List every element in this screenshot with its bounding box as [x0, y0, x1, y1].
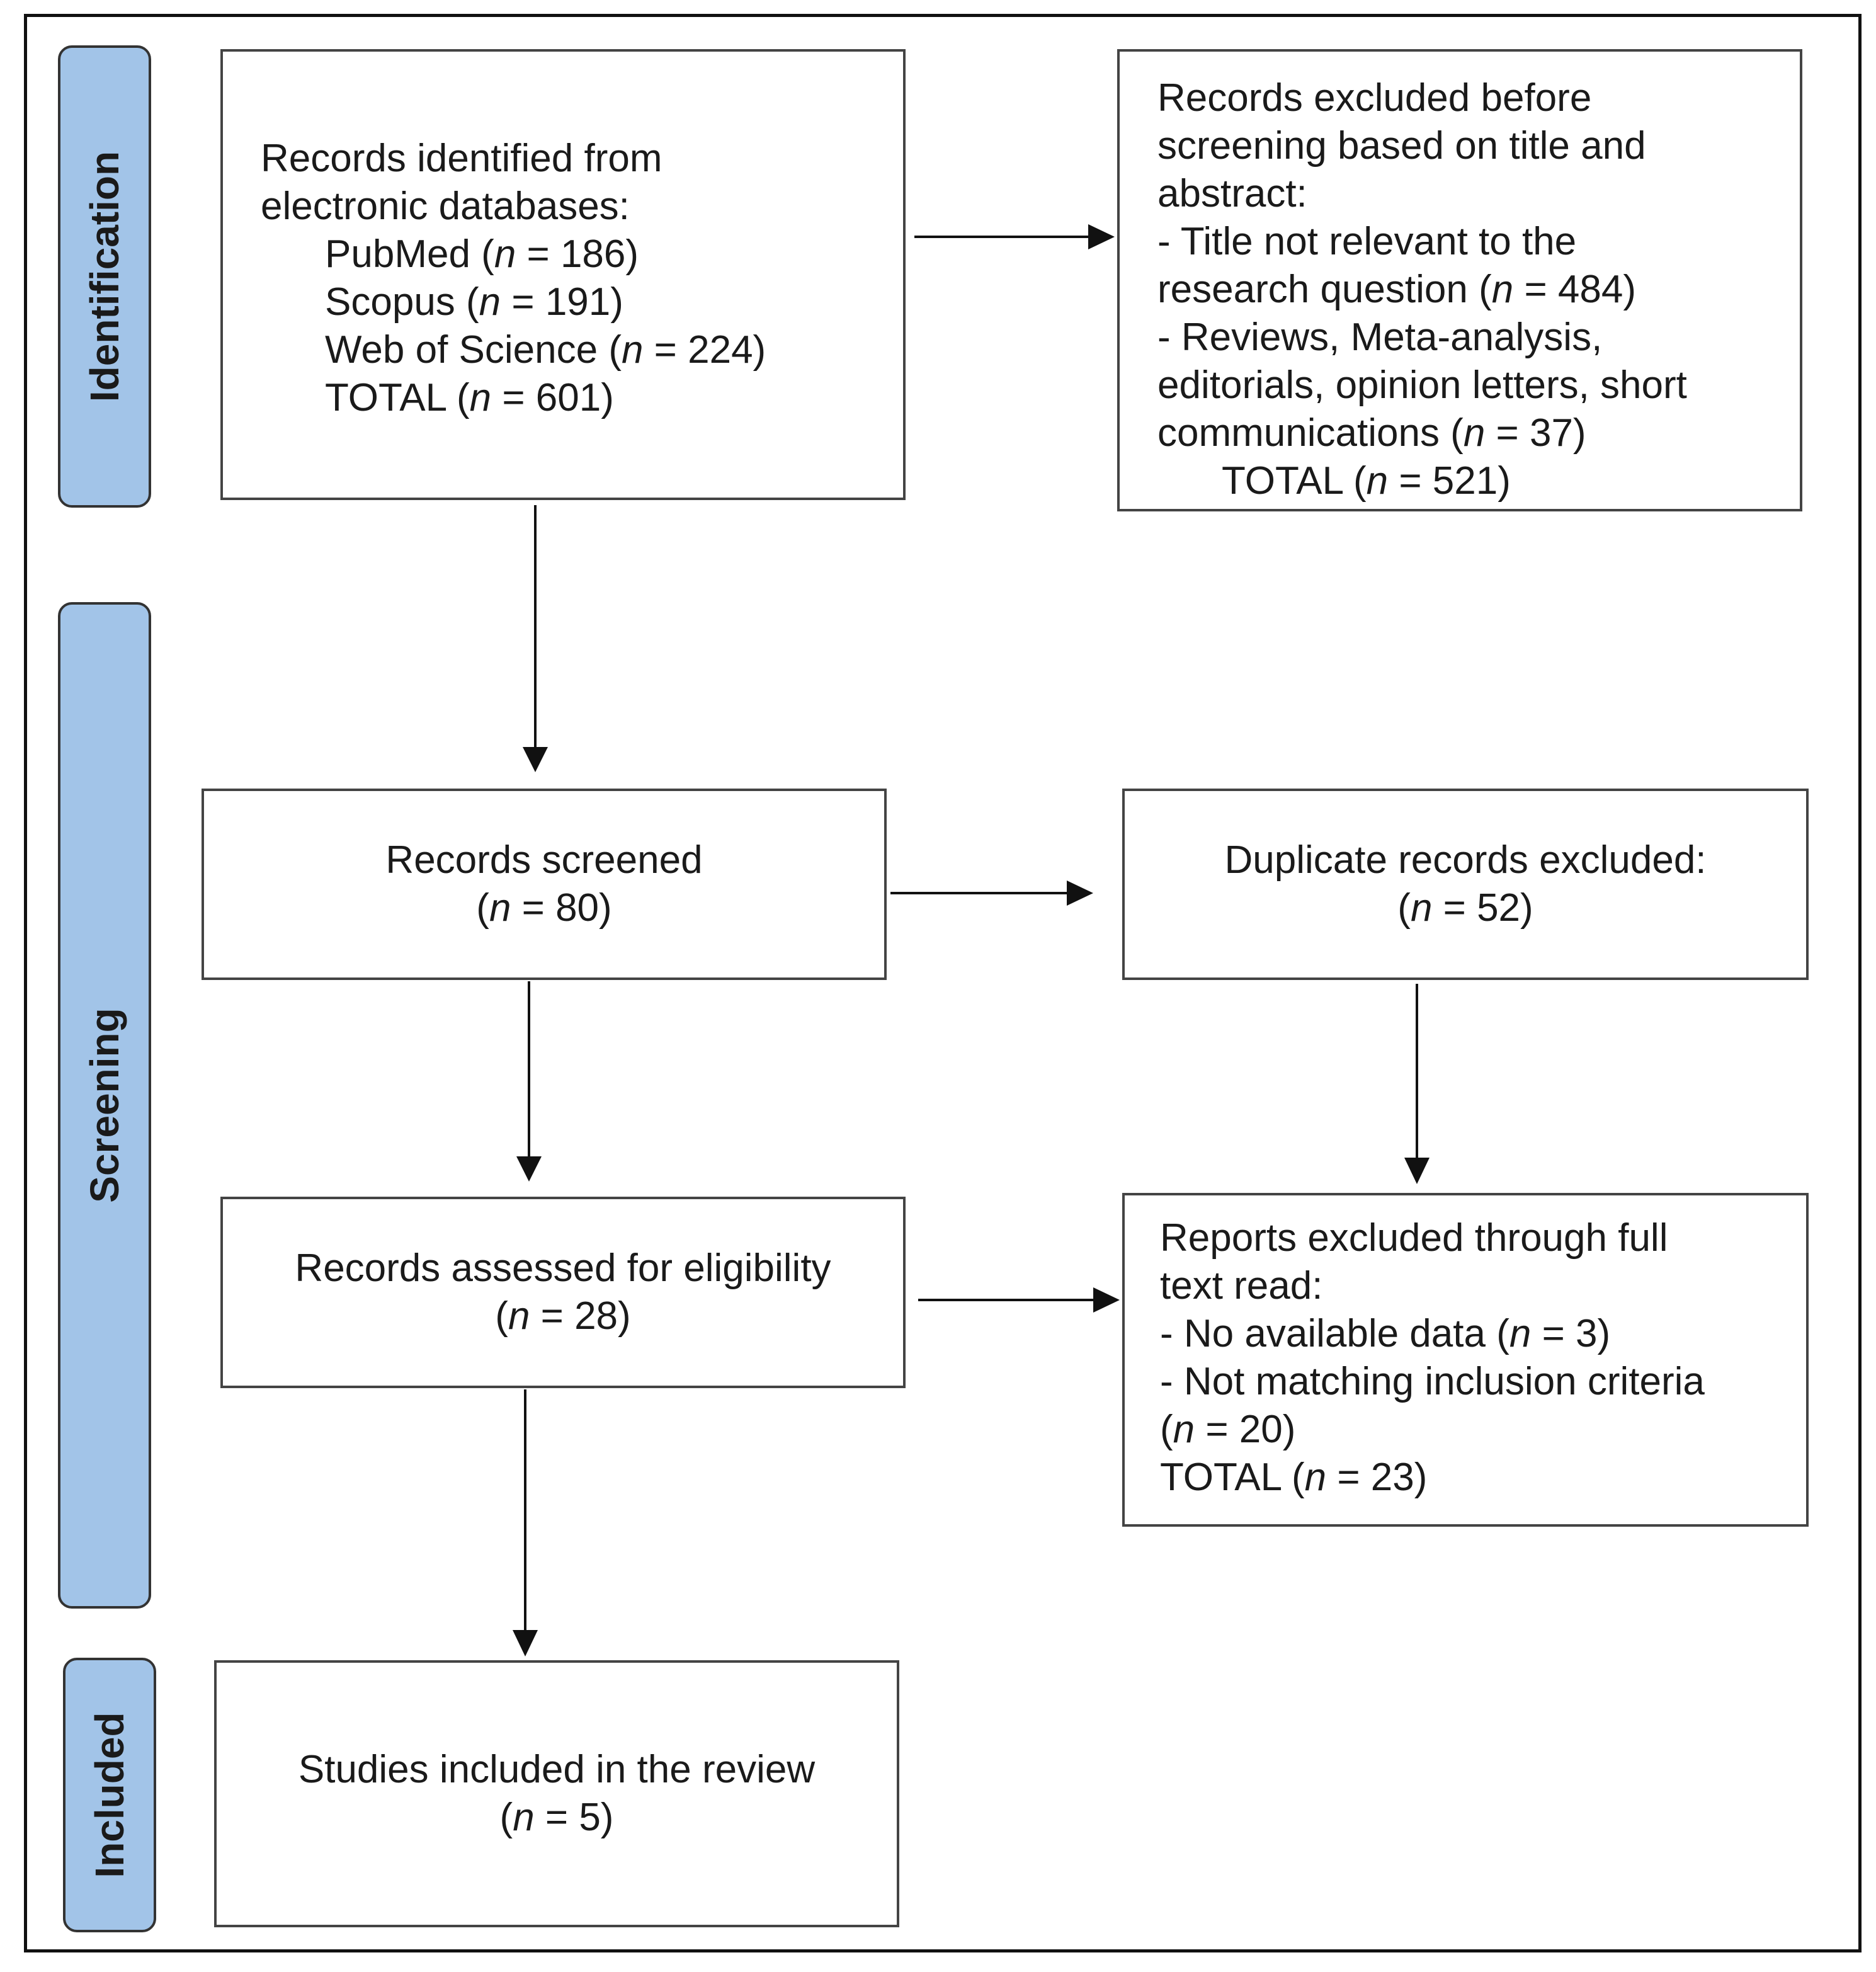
excluded-before-line-5: research question (n = 484) — [1157, 268, 1636, 311]
n-symbol: n — [621, 328, 644, 372]
n-symbol: n — [508, 1294, 530, 1338]
arrowhead-screened-to-eligibility — [516, 1156, 542, 1182]
eligibility-line-1: Records assessed for eligibility — [295, 1246, 831, 1290]
arrowhead-eligibility-to-included — [513, 1630, 538, 1656]
excluded-before-line-1: Records excluded before — [1157, 76, 1592, 120]
screened-line-1: Records screened — [385, 838, 703, 882]
stage-identification: Identification — [58, 45, 151, 508]
excluded-before-line-4: - Title not relevant to the — [1157, 220, 1577, 263]
identified-scopus: Scopus (n = 191) — [325, 280, 623, 324]
identified-wos: Web of Science (n = 224) — [325, 328, 766, 372]
stage-screening: Screening — [58, 602, 151, 1609]
duplicates-line-1: Duplicate records excluded: — [1224, 838, 1707, 882]
arrowhead-screened-to-duplicates — [1067, 881, 1093, 906]
n-symbol: n — [1304, 1456, 1327, 1499]
n-symbol: n — [469, 376, 492, 419]
n-symbol: n — [1509, 1312, 1532, 1355]
full-text-excluded-box: Reports excluded through full text read:… — [1122, 1193, 1809, 1527]
full-text-total: TOTAL (n = 23) — [1160, 1456, 1428, 1499]
n-symbol: n — [494, 232, 516, 276]
full-text-line-3: - No available data (n = 3) — [1160, 1312, 1611, 1355]
n-symbol: n — [1463, 411, 1486, 455]
identified-line-1: Records identified from — [261, 137, 662, 180]
excluded-before-line-3: abstract: — [1157, 172, 1307, 215]
screened-count: (n = 80) — [476, 886, 612, 930]
duplicates-count: (n = 52) — [1397, 886, 1533, 930]
eligibility-box: Records assessed for eligibility (n = 28… — [220, 1197, 906, 1388]
identified-pubmed: PubMed (n = 186) — [325, 232, 639, 276]
excluded-before-screening-box: Records excluded before screening based … — [1117, 49, 1802, 511]
identified-line-2: electronic databases: — [261, 185, 630, 228]
records-screened-box: Records screened (n = 80) — [202, 789, 887, 980]
eligibility-count: (n = 28) — [495, 1294, 631, 1338]
records-identified-box: Records identified from electronic datab… — [220, 49, 906, 500]
n-symbol: n — [1410, 886, 1433, 930]
identified-total: TOTAL (n = 601) — [325, 376, 614, 419]
arrowhead-identified-to-excluded — [1088, 224, 1115, 249]
excluded-before-line-7: editorials, opinion letters, short — [1157, 363, 1687, 407]
excluded-before-total: TOTAL (n = 521) — [1222, 459, 1511, 503]
full-text-line-5: (n = 20) — [1160, 1408, 1296, 1451]
arrowhead-eligibility-to-fulltext — [1093, 1287, 1120, 1313]
n-symbol: n — [489, 886, 511, 930]
duplicates-excluded-box: Duplicate records excluded: (n = 52) — [1122, 789, 1809, 980]
excluded-before-line-8: communications (n = 37) — [1157, 411, 1586, 455]
n-symbol: n — [1173, 1408, 1195, 1451]
diagram-frame — [24, 14, 1862, 1952]
n-symbol: n — [1366, 459, 1389, 503]
n-symbol: n — [1491, 268, 1514, 311]
n-symbol: n — [479, 280, 501, 324]
included-line-1: Studies included in the review — [298, 1748, 816, 1791]
excluded-before-line-2: screening based on title and — [1157, 124, 1646, 168]
studies-included-box: Studies included in the review (n = 5) — [214, 1660, 899, 1927]
full-text-line-1: Reports excluded through full — [1160, 1216, 1668, 1260]
stage-included: Included — [63, 1658, 156, 1932]
n-symbol: n — [513, 1796, 535, 1839]
excluded-before-line-6: - Reviews, Meta-analysis, — [1157, 316, 1603, 359]
arrowhead-identified-to-screened — [523, 747, 548, 772]
arrowhead-duplicates-to-fulltext — [1404, 1158, 1430, 1184]
included-count: (n = 5) — [499, 1796, 614, 1839]
full-text-line-2: text read: — [1160, 1264, 1323, 1308]
full-text-line-4: - Not matching inclusion criteria — [1160, 1360, 1705, 1403]
